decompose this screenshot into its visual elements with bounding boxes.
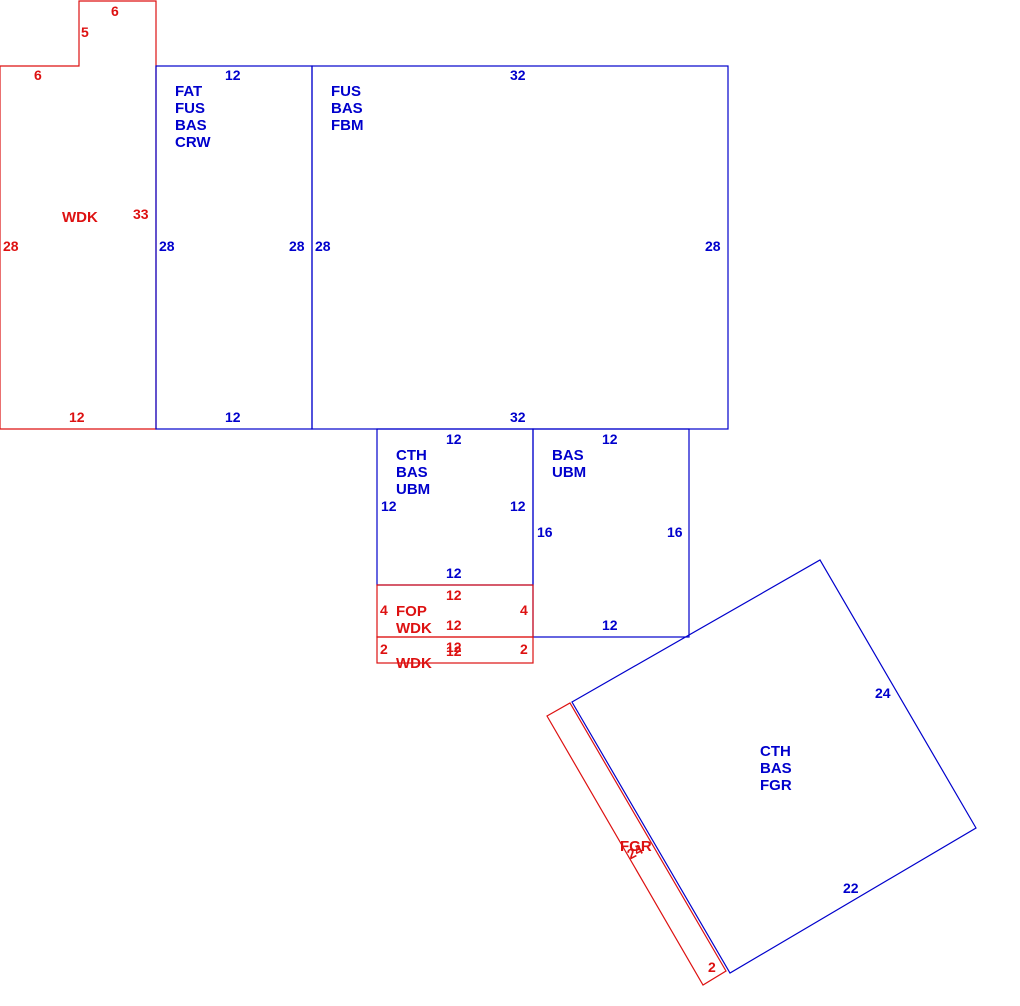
dim-fus-right: 28 <box>705 238 721 254</box>
dim-fat-left: 28 <box>159 238 175 254</box>
dim-cth-right: 12 <box>510 498 526 514</box>
fus-block-code-3: FBM <box>331 117 364 134</box>
fus-block-area: FUS BAS FBM 32 28 28 32 <box>311 65 729 430</box>
wdk-bottom-area: WDK 12 2 2 12 <box>376 636 534 672</box>
dim-wdk-inner-right: 33 <box>133 206 149 222</box>
dim-fat-top: 12 <box>225 67 241 83</box>
wdk-left-label: WDK <box>62 209 98 226</box>
dim-fgr-long: 24 <box>624 841 645 863</box>
garage-code-3: FGR <box>760 777 792 794</box>
dim-bas-top: 12 <box>602 431 618 447</box>
garage-code-2: BAS <box>760 760 792 777</box>
dim-wdk-bottom: 12 <box>69 409 85 425</box>
dim-wdk-top-left: 6 <box>34 67 42 83</box>
dim-fop-bottom: 12 <box>446 617 462 633</box>
dim-fus-top: 32 <box>510 67 526 83</box>
bas-block-outline <box>532 428 690 638</box>
wdk-bottom-outline <box>376 636 534 664</box>
garage-outline <box>571 559 977 974</box>
cth-block-code-2: BAS <box>396 464 428 481</box>
dim-wdk-bottom-left: 2 <box>380 641 388 657</box>
bas-block-code-2: UBM <box>552 464 586 481</box>
dim-wdk-notch-top: 6 <box>111 3 119 19</box>
fat-block-code-4: CRW <box>175 134 211 151</box>
fat-block-code-3: BAS <box>175 117 207 134</box>
fat-block-area: FAT FUS BAS CRW 12 28 28 12 <box>155 65 313 430</box>
fat-block-code-2: FUS <box>175 100 205 117</box>
dim-fgr-short: 2 <box>708 959 716 975</box>
fop-wdk-code-1: FOP <box>396 603 427 620</box>
dim-fat-right: 28 <box>289 238 305 254</box>
dim-garage-bottom: 22 <box>843 880 859 896</box>
dim-wdk-bottom-top: 12 <box>446 639 462 655</box>
cth-block-code-3: UBM <box>396 481 430 498</box>
dim-wdk-bottom-bottom: 12 <box>446 643 462 659</box>
bas-block-area: BAS UBM 12 16 16 12 <box>532 428 690 638</box>
cth-block-area: CTH BAS UBM 12 12 12 12 <box>376 428 534 586</box>
dim-bas-right: 16 <box>667 524 683 540</box>
dim-cth-bottom: 12 <box>446 565 462 581</box>
wdk-bottom-label: WDK <box>396 655 432 672</box>
dim-cth-top: 12 <box>446 431 462 447</box>
fus-block-code-1: FUS <box>331 83 361 100</box>
garage-code-1: CTH <box>760 743 791 760</box>
fop-wdk-area: FOP WDK 12 4 4 12 <box>376 584 534 638</box>
bas-block-code-1: BAS <box>552 447 584 464</box>
dim-wdk-left: 28 <box>3 238 19 254</box>
dim-fop-right: 4 <box>520 602 528 618</box>
fgr-strip-outline <box>546 702 727 986</box>
dim-fat-bottom: 12 <box>225 409 241 425</box>
garage-area: CTH BAS FGR 24 22 <box>571 559 977 974</box>
dim-bas-bottom: 12 <box>602 617 618 633</box>
fop-wdk-code-2: WDK <box>396 620 432 637</box>
dim-cth-left: 12 <box>381 498 397 514</box>
dim-wdk-notch-side: 5 <box>81 24 89 40</box>
dim-fop-top: 12 <box>446 587 462 603</box>
dim-wdk-bottom-right: 2 <box>520 641 528 657</box>
fgr-strip-label: FGR <box>620 838 652 855</box>
fat-block-code-1: FAT <box>175 83 202 100</box>
dim-fus-left: 28 <box>315 238 331 254</box>
fus-block-code-2: BAS <box>331 100 363 117</box>
fgr-strip-area: FGR 24 2 <box>546 702 727 986</box>
cth-block-code-1: CTH <box>396 447 427 464</box>
dim-fus-bottom: 32 <box>510 409 526 425</box>
dim-bas-left: 16 <box>537 524 553 540</box>
wdk-left-outline <box>0 0 157 430</box>
dim-fop-left: 4 <box>380 602 388 618</box>
wdk-left-area: WDK 6 5 6 33 28 12 <box>0 0 157 430</box>
dim-garage-right: 24 <box>875 685 891 701</box>
fus-block-outline <box>311 65 729 430</box>
